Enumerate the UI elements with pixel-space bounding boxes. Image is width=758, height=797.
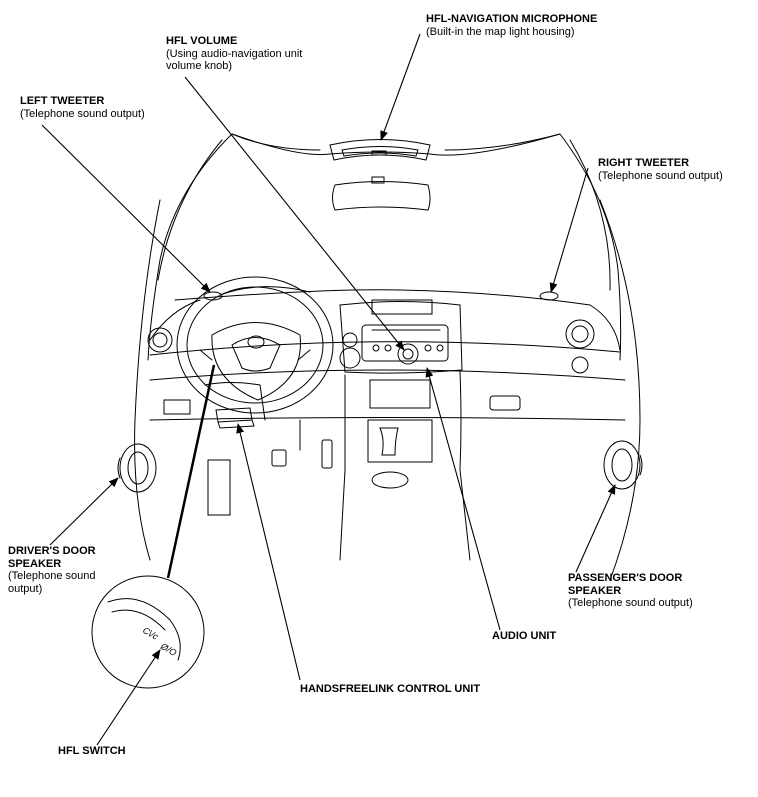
label-title: HFL SWITCH: [58, 745, 126, 757]
label-handsfreelink-control-unit: HANDSFREELINK CONTROL UNIT: [300, 683, 480, 696]
right-door-speaker-shape: [603, 440, 643, 490]
right-tweeter-shape: [539, 291, 559, 301]
label-title: SPEAKER: [568, 584, 622, 597]
leader-passengers-door: [575, 484, 616, 573]
leader-hfl-volume: [184, 76, 405, 351]
label-title: HFL-NAVIGATION MICROPHONE: [426, 13, 598, 25]
label-left-tweeter: LEFT TWEETER (Telephone sound output): [20, 95, 145, 120]
leader-switch-to-wheel: [166, 364, 216, 579]
steering-wheel: [176, 276, 334, 414]
label-sub: (Telephone sound output): [598, 169, 723, 182]
label-title: HFL VOLUME: [166, 35, 238, 47]
leader-audio-unit: [425, 367, 501, 631]
label-title: LEFT TWEETER: [20, 95, 105, 107]
label-title: PASSENGER'S DOOR: [568, 572, 683, 584]
label-hfl-switch: HFL SWITCH: [58, 745, 126, 758]
label-title: AUDIO UNIT: [492, 630, 557, 642]
svg-text:C\/c: C\/c: [141, 625, 160, 642]
label-sub: (Telephone sound output): [568, 597, 693, 609]
label-title: HANDSFREELINK CONTROL UNIT: [300, 683, 481, 695]
gear-shifter: [379, 427, 399, 456]
label-hfl-navigation-microphone: HFL-NAVIGATION MICROPHONE (Built-in the …: [426, 13, 597, 38]
dashboard-top: [174, 289, 591, 306]
label-hfl-volume: HFL VOLUME (Using audio-navigation unit …: [166, 35, 302, 73]
label-title: SPEAKER: [8, 557, 62, 570]
label-title: DRIVER'S DOOR: [8, 545, 96, 557]
label-audio-unit: AUDIO UNIT: [492, 630, 556, 643]
leader-handsfreelink: [236, 423, 301, 681]
rear-view-mirror: [332, 176, 431, 211]
label-sub: (Telephone sound: [8, 570, 96, 582]
label-sub: volume knob): [166, 60, 233, 72]
leader-left-tweeter: [41, 124, 211, 293]
label-passengers-door-speaker: PASSENGER'S DOOR SPEAKER (Telephone soun…: [568, 572, 693, 610]
hfl-switch-detail: C\/c Ø/O: [91, 575, 205, 689]
leader-hfl-switch: [96, 649, 161, 746]
map-light-housing: [329, 139, 431, 161]
label-right-tweeter: RIGHT TWEETER (Telephone sound output): [598, 157, 723, 182]
left-door-speaker-shape: [117, 443, 157, 493]
svg-text:Ø/O: Ø/O: [158, 641, 178, 658]
leader-right-tweeter: [549, 167, 589, 293]
label-sub: (Built-in the map light housing): [426, 25, 575, 38]
leader-drivers-door: [49, 477, 119, 546]
label-title: RIGHT TWEETER: [598, 157, 690, 169]
audio-unit-shape: [339, 299, 463, 374]
roof-line: [231, 133, 561, 156]
label-sub: output): [8, 582, 43, 595]
label-sub: (Using audio-navigation unit: [166, 47, 303, 60]
left-a-pillar: [147, 133, 233, 361]
label-drivers-door-speaker: DRIVER'S DOOR SPEAKER (Telephone sound o…: [8, 545, 96, 595]
leader-hfl-mic: [380, 33, 421, 141]
label-sub: (Telephone sound output): [20, 107, 145, 120]
left-tweeter-shape: [203, 291, 223, 301]
